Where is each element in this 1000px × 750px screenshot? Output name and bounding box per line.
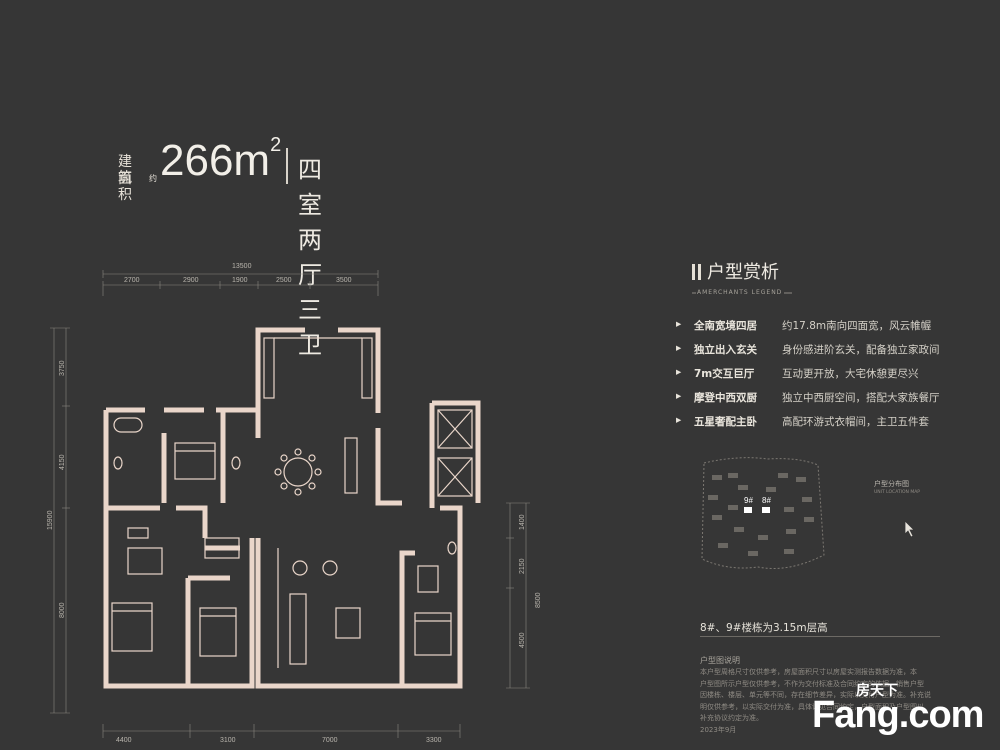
dim-right-3: 4500 [519, 632, 526, 648]
dim-top-1: 2700 [124, 277, 140, 284]
location-map: 9# 8# [701, 457, 825, 569]
dim-right-2: 2150 [519, 558, 526, 574]
floor-height-note: 8#、9#楼栋为3.15m层高 [700, 622, 828, 634]
legend-bar-icon [692, 264, 695, 280]
map-building-highlight [762, 507, 770, 513]
map-subtitle: UNIT LOCATION MAP [874, 490, 921, 495]
dim-top-total: 13500 [232, 263, 252, 270]
map-buildings [708, 473, 814, 556]
dim-top-4: 2500 [276, 277, 292, 284]
feature-key: 五星奢配主卧 [694, 416, 757, 428]
dim-bottom-1: 4400 [116, 737, 132, 744]
dim-top-2: 2900 [183, 277, 199, 284]
notes-line: 户型图所示户型仅供参考，不作为交付标准及合同约定的依据，销售户型 [700, 679, 924, 688]
dim-bottom-2: 3100 [220, 737, 236, 744]
dim-right-1: 1400 [519, 514, 526, 530]
bullet-icon: ▸ [676, 414, 682, 426]
feature-value: 高配环游式衣帽间，主卫五件套 [782, 416, 929, 428]
dim-bottom-3: 7000 [322, 737, 338, 744]
map-building-highlight [744, 507, 752, 513]
dimension-labels: 13500 2700 2900 1900 2500 3500 4400 3100… [47, 263, 542, 744]
dim-left-1: 3750 [59, 360, 66, 376]
unit-type: 四室两厅三卫 [298, 156, 324, 359]
feature-key: 全南宽境四居 [694, 320, 757, 332]
dim-right-total: 8500 [535, 592, 542, 608]
notes-line: 本户型周格尺寸仅供参考，房屋面积尺寸以房屋实测报告数据为准，本 [700, 668, 917, 676]
map-title: 户型分布图 [874, 480, 909, 488]
wall-fill [104, 498, 108, 528]
area-value: 266m2 [160, 134, 282, 185]
floor-plan: 13500 2700 2900 1900 2500 3500 4400 3100… [47, 263, 542, 744]
feature-key: 独立出入玄关 [694, 344, 757, 356]
walls [103, 327, 481, 689]
dim-left-2: 4150 [59, 454, 66, 470]
feature-key: 7m交互巨厅 [694, 368, 755, 380]
notes-line: 补充协议约定为准。 [700, 714, 763, 722]
fixtures [111, 337, 473, 668]
notes-body: 本户型周格尺寸仅供参考，房屋面积尺寸以房屋实测报告数据为准，本 户型图所示户型仅… [700, 667, 942, 736]
dim-bottom-4: 3300 [426, 737, 442, 744]
legend-subtitle: AMERCHANTS LEGEND [697, 289, 783, 296]
dimension-lines [50, 270, 530, 738]
watermark-brand: Fang.com [812, 694, 984, 736]
dim-top-5: 3500 [336, 277, 352, 284]
feature-value: 独立中西厨空间，搭配大家族餐厅 [782, 392, 940, 404]
feature-key: 摩登中西双厨 [694, 392, 757, 404]
map-building-label: 8# [762, 496, 771, 505]
dim-top-3: 1900 [232, 277, 248, 284]
notes-line: 明仅供参考，以实际交付为准，具体详见合同约定，户型面积及户型图以 [700, 702, 924, 711]
bullet-icon: ▸ [676, 342, 682, 354]
mouse-cursor-icon [904, 520, 915, 538]
legend-bar-icon [698, 264, 701, 280]
divider [700, 636, 940, 637]
watermark-cn: 房天下 [856, 683, 898, 699]
bullet-icon: ▸ [676, 318, 682, 330]
bullet-icon: ▸ [676, 390, 682, 402]
notes-line: 因楼栋、楼层、单元等不同，存在细节差异，实际以交付户型为准。补充说 [700, 691, 931, 699]
header-divider [286, 148, 288, 184]
feature-value: 约17.8m南向四面宽，风云帷幄 [782, 320, 932, 332]
map-building-label: 9# [744, 496, 753, 505]
dim-left-total: 15900 [47, 510, 54, 530]
fang-watermark: 房天下 Fang.com [812, 680, 987, 740]
dim-left-3: 8000 [59, 602, 66, 618]
area-label-line1: 建筑 [118, 154, 133, 186]
legend-title: 户型赏析 [692, 258, 779, 284]
feature-value: 互动更开放，大宅休憩更尽兴 [782, 368, 919, 380]
legend-underline [692, 292, 792, 294]
area-label-line2: 面积 [118, 171, 133, 203]
bullet-icon: ▸ [676, 366, 682, 378]
area-approx-mark: 约 [149, 174, 158, 183]
notes-title: 户型图说明 [700, 656, 740, 665]
notes-line: 2023年9月 [700, 725, 737, 734]
feature-value: 身份感进阶玄关，配备独立家政间 [782, 344, 940, 356]
